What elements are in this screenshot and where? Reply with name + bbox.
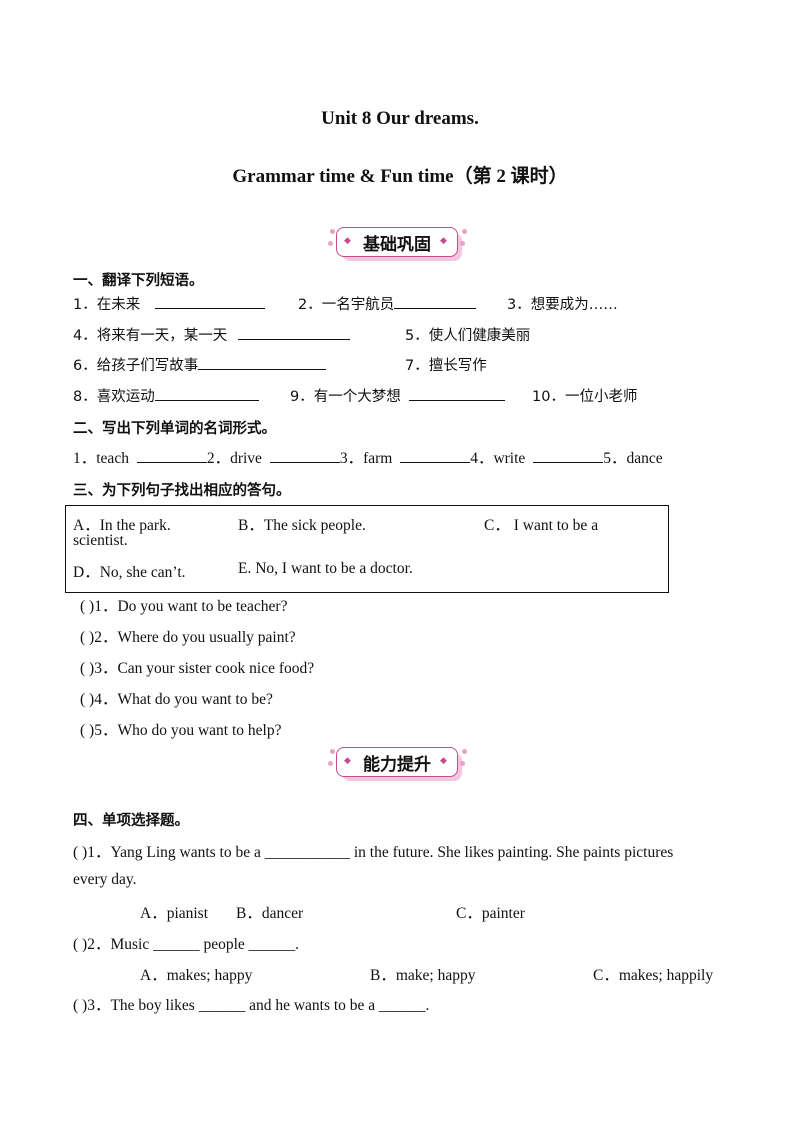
phrase-item-3: 3．想要成为…… [507, 293, 618, 314]
phrase-item-6: 6．给孩子们写故事 [73, 354, 327, 375]
match-question-2[interactable]: ( )2．Where do you usually paint? [80, 629, 296, 646]
noun-form-row: 1．teach 2．drive 3．farm 4．write 5．dance [73, 446, 663, 468]
answer-blank[interactable] [154, 385, 259, 401]
choice-question-1-continued: every day. [73, 871, 137, 888]
phrase-label: 3．想要成为…… [507, 297, 618, 313]
word-item: 1．teach [73, 450, 129, 467]
q1-option-c[interactable]: C．painter [456, 905, 525, 922]
answer-blank[interactable] [198, 354, 327, 370]
phrase-label: 2．一名宇航员 [298, 297, 395, 313]
answer-blank[interactable] [409, 385, 506, 401]
phrase-item-1: 1．在未来 [73, 293, 265, 314]
phrase-item-8: 8．喜欢运动 [73, 385, 259, 406]
section-banner-advanced: 能力提升 ◆ ◆ [328, 747, 467, 783]
phrase-item-4: 4．将来有一天，某一天 [73, 324, 350, 345]
word-item: 3．farm [339, 450, 393, 467]
option-c: C． I want to be a [484, 517, 599, 534]
page-subtitle: Grammar time & Fun time（第 2 课时） [232, 166, 568, 187]
q2-option-b[interactable]: B．make; happy [370, 967, 476, 984]
answer-blank[interactable] [136, 447, 207, 463]
option-a: A．In the park. [73, 517, 171, 534]
match-question-1[interactable]: ( )1．Do you want to be teacher? [80, 598, 288, 615]
phrase-label: 7．擅长写作 [405, 358, 487, 374]
diamond-icon: ◆ [344, 235, 351, 245]
banner-basic-label: 基础巩固 [363, 234, 431, 255]
phrase-item-7: 7．擅长写作 [405, 354, 487, 375]
section-2-heading: 二、写出下列单词的名词形式。 [73, 421, 276, 437]
phrase-label: 5．使人们健康美丽 [405, 328, 531, 344]
choice-question-2[interactable]: ( )2．Music ______ people ______. [73, 936, 300, 953]
page-title: Unit 8 Our dreams. [321, 108, 479, 129]
word-item: 2．drive [206, 450, 262, 467]
phrase-item-10: 10．一位小老师 [532, 385, 637, 406]
section-4-heading: 四、单项选择题。 [73, 813, 189, 829]
section-banner-basic: 基础巩固 ◆ ◆ [328, 227, 467, 263]
phrase-label: 6．给孩子们写故事 [73, 358, 199, 374]
q2-option-a[interactable]: A．makes; happy [140, 967, 253, 984]
match-question-4[interactable]: ( )4．What do you want to be? [80, 691, 273, 708]
option-e: E. No, I want to be a doctor. [238, 560, 413, 577]
q1-option-b[interactable]: B．dancer [236, 905, 304, 922]
answer-blank[interactable] [154, 293, 265, 309]
phrase-item-5: 5．使人们健康美丽 [405, 324, 530, 345]
q2-option-c[interactable]: C．makes; happily [593, 967, 714, 984]
section-3-heading: 三、为下列句子找出相应的答句。 [73, 483, 291, 499]
phrase-label: 8．喜欢运动 [73, 389, 155, 405]
answer-blank[interactable] [394, 293, 477, 309]
option-d: D．No, she can’t. [73, 564, 186, 581]
phrase-label: 10．一位小老师 [532, 389, 638, 405]
phrase-item-2: 2．一名宇航员 [298, 293, 477, 314]
answer-options-box [65, 505, 669, 593]
option-c-continued: scientist. [73, 532, 128, 549]
answer-blank[interactable] [237, 324, 350, 340]
q1-option-a[interactable]: A．pianist [140, 905, 209, 922]
answer-blank[interactable] [533, 447, 604, 463]
answer-blank[interactable] [400, 447, 471, 463]
banner-advanced-label: 能力提升 [363, 754, 431, 775]
section-1-heading: 一、翻译下列短语。 [73, 273, 204, 289]
phrase-item-9: 9．有一个大梦想 [290, 385, 506, 406]
phrase-label: 4．将来有一天，某一天 [73, 328, 228, 344]
diamond-icon: ◆ [344, 755, 351, 765]
phrase-label: 1．在未来 [73, 297, 141, 313]
diamond-icon: ◆ [440, 235, 447, 245]
diamond-icon: ◆ [440, 755, 447, 765]
choice-question-1[interactable]: ( )1．Yang Ling wants to be a ___________… [73, 844, 674, 861]
answer-blank[interactable] [269, 447, 340, 463]
match-question-3[interactable]: ( )3．Can your sister cook nice food? [80, 660, 315, 677]
word-item: 5．dance [603, 450, 663, 467]
match-question-5[interactable]: ( )5．Who do you want to help? [80, 722, 282, 739]
phrase-label: 9．有一个大梦想 [290, 389, 401, 405]
option-b: B．The sick people. [238, 517, 366, 534]
choice-question-3[interactable]: ( )3．The boy likes ______ and he wants t… [73, 997, 430, 1014]
word-item: 4．write [470, 450, 526, 467]
